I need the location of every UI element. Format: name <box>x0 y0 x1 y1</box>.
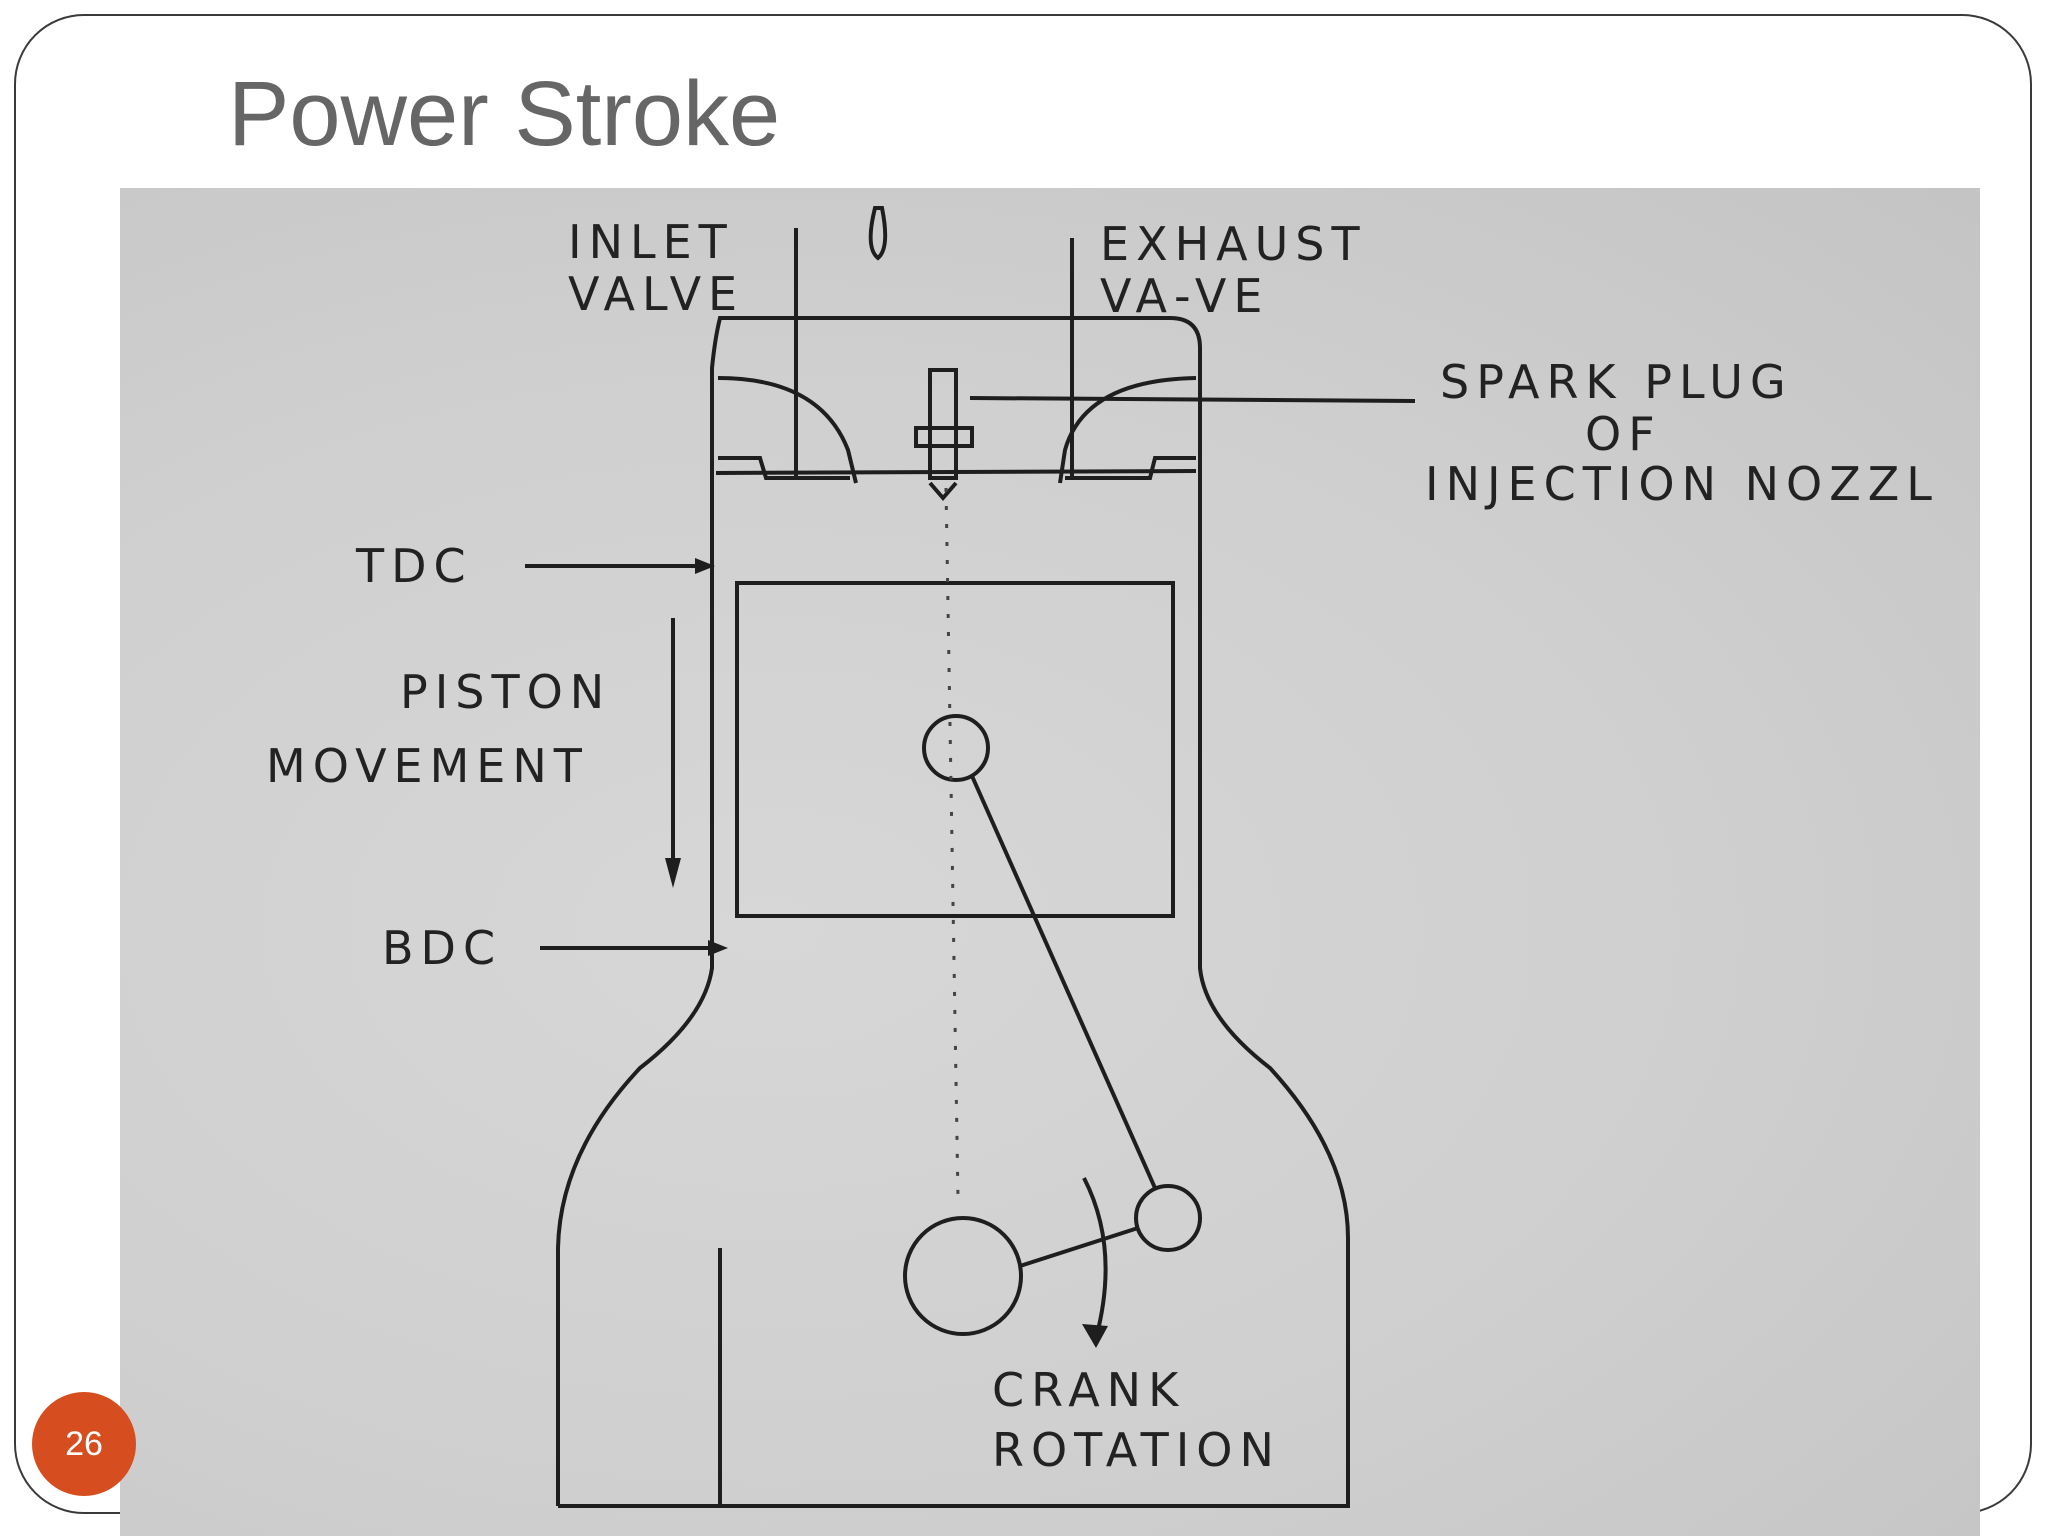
inlet-valve-label-1: INLET <box>568 215 734 269</box>
engine-cylinder-diagram: INLET VALVE EXHAUST VA‐VE SPARK PLUG OF … <box>266 206 1939 1508</box>
tdc-label: TDC <box>355 539 473 593</box>
spark-plug-label-3: INJECTION NOZZL <box>1425 457 1939 511</box>
piston <box>735 581 1175 918</box>
spark-plug-label-1: SPARK PLUG <box>1440 355 1793 409</box>
exhaust-valve-label-2: VA‐VE <box>1100 269 1269 323</box>
connecting-rod <box>970 775 1157 1189</box>
bdc-arrowhead <box>708 940 728 956</box>
slide-title: Power Stroke <box>228 63 781 165</box>
cylinder-outline <box>556 316 1350 1508</box>
crank-rotation-label-2: ROTATION <box>992 1423 1281 1477</box>
piston-movement-label-1: PISTON <box>400 665 611 719</box>
inlet-valve-label-2: VALVE <box>568 267 744 321</box>
spark-plug-label-2: OF <box>1585 407 1662 461</box>
spark-plug <box>928 368 958 480</box>
crank-arm <box>1019 1226 1139 1268</box>
page-number-badge: 26 <box>32 1392 136 1496</box>
crank-rotation-arrowhead <box>1082 1324 1108 1348</box>
crankshaft <box>903 1216 1023 1336</box>
drop-mark <box>868 206 888 261</box>
crank-rotation-label-1: CRANK <box>992 1363 1185 1417</box>
gudgeon-pin <box>922 714 990 782</box>
inlet-valve <box>717 376 858 484</box>
piston-movement-arrowhead <box>665 858 681 888</box>
bdc-label: BDC <box>382 921 502 975</box>
center-axis <box>944 487 960 1199</box>
exhaust-valve <box>1058 376 1197 484</box>
tdc-arrowhead <box>695 558 715 574</box>
crank-rotation-arrow <box>1082 1177 1108 1339</box>
crank-pin <box>1134 1184 1202 1252</box>
engine-diagram-photo: INLET VALVE EXHAUST VA‐VE SPARK PLUG OF … <box>120 188 1980 1536</box>
spark-plug-nut <box>914 426 974 448</box>
exhaust-valve-label-1: EXHAUST <box>1100 217 1367 271</box>
spark-plug-leader <box>969 396 1416 403</box>
spark-plug-tip <box>928 481 958 502</box>
piston-movement-label-2: MOVEMENT <box>266 739 589 793</box>
